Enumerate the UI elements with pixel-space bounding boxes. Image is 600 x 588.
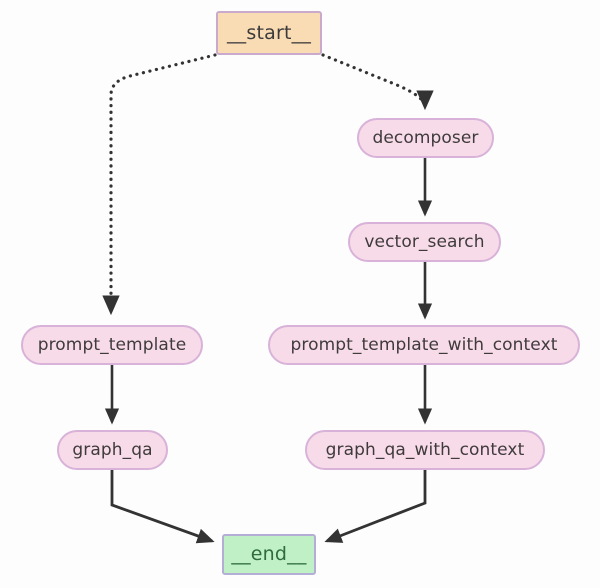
node-start[interactable]: __start__ <box>216 11 322 55</box>
edge-start-to-decomposer <box>321 53 434 111</box>
node-graph-qa-with-context-label: graph_qa_with_context <box>325 439 525 460</box>
node-end[interactable]: __end__ <box>222 534 316 575</box>
node-decomposer-label: decomposer <box>372 127 479 148</box>
edge-graph-qa-with-context-to-end <box>324 470 427 543</box>
node-graph-qa-label: graph_qa <box>72 439 153 460</box>
node-prompt-template-with-context-label: prompt_template_with_context <box>290 334 558 355</box>
node-prompt-template-label: prompt_template <box>37 334 187 355</box>
node-start-label: __start__ <box>226 21 312 44</box>
edge-graph-qa-to-end <box>110 470 215 544</box>
node-prompt-template[interactable]: prompt_template <box>21 325 203 365</box>
node-end-label: __end__ <box>231 543 307 565</box>
node-decomposer[interactable]: decomposer <box>357 118 494 158</box>
node-graph-qa[interactable]: graph_qa <box>57 430 168 470</box>
node-prompt-template-with-context[interactable]: prompt_template_with_context <box>268 325 580 365</box>
node-vector-search[interactable]: vector_search <box>348 222 501 262</box>
node-graph-qa-with-context[interactable]: graph_qa_with_context <box>305 430 545 470</box>
node-vector-search-label: vector_search <box>364 231 485 252</box>
edge-start-to-prompt-template <box>102 53 217 316</box>
